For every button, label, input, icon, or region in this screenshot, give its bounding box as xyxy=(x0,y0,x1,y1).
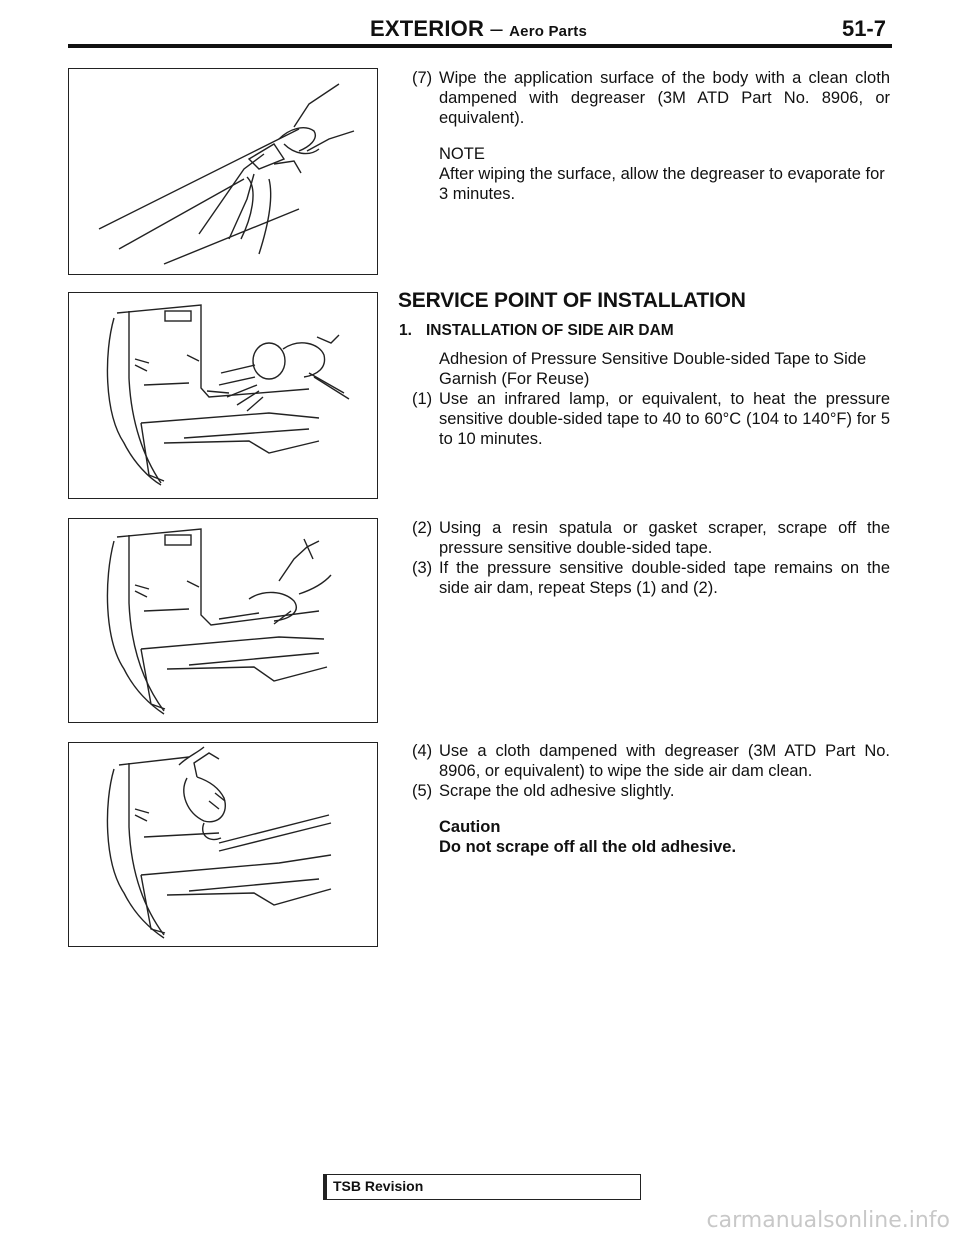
wipe-body-illustration xyxy=(98,83,355,265)
step-4: (4) Use a cloth dampened with degreaser … xyxy=(412,741,890,781)
step-5: (5) Scrape the old adhesive slightly. xyxy=(412,781,890,801)
step-text: If the pressure sensitive double-sided t… xyxy=(439,559,890,597)
figure-heat-tape xyxy=(68,292,378,499)
step-number: (3) xyxy=(412,559,433,577)
step-7: (7) Wipe the application surface of the … xyxy=(412,68,890,128)
section-intro: Adhesion of Pressure Sensitive Double-si… xyxy=(439,350,867,388)
steps-4-5-block: (4) Use a cloth dampened with degreaser … xyxy=(412,741,890,857)
step-number: (5) xyxy=(412,782,433,800)
caution-text: Do not scrape off all the old adhesive. xyxy=(439,838,737,856)
step-1-block: Adhesion of Pressure Sensitive Double-si… xyxy=(412,349,890,449)
page-header: EXTERIOR – Aero Parts 51-7 xyxy=(68,14,888,46)
step-number: (1) xyxy=(412,390,433,408)
note-text: After wiping the surface, allow the degr… xyxy=(439,165,885,203)
caution-label: Caution xyxy=(439,818,501,836)
header-title: EXTERIOR – Aero Parts xyxy=(370,16,587,42)
figure-wipe-body xyxy=(68,68,378,275)
figure-wipe-air-dam xyxy=(68,742,378,947)
watermark: carmanualsonline.info xyxy=(706,1208,950,1233)
step-text: Use a cloth dampened with degreaser (3M … xyxy=(439,742,890,780)
steps-2-3-block: (2) Using a resin spatula or gasket scra… xyxy=(412,518,890,598)
step-2: (2) Using a resin spatula or gasket scra… xyxy=(412,518,890,558)
footer-box: TSB Revision xyxy=(323,1174,641,1200)
header-rule xyxy=(68,44,892,48)
sub-heading-text: INSTALLATION OF SIDE AIR DAM xyxy=(426,322,674,339)
figure-scrape-tape xyxy=(68,518,378,723)
step-text: Wipe the application surface of the body… xyxy=(439,69,890,127)
step-number: (4) xyxy=(412,742,433,760)
step-text: Use an infrared lamp, or equivalent, to … xyxy=(439,390,890,448)
step-number: (2) xyxy=(412,519,433,537)
header-subtitle: Aero Parts xyxy=(509,23,587,40)
step-text: Using a resin spatula or gasket scraper,… xyxy=(439,519,890,557)
wipe-air-dam-illustration xyxy=(106,746,332,939)
section-title: SERVICE POINT OF INSTALLATION xyxy=(398,289,746,312)
footer-label: TSB Revision xyxy=(333,1178,424,1194)
note-label: NOTE xyxy=(439,145,485,163)
header-title-main: EXTERIOR xyxy=(370,16,485,41)
page-number: 51-7 xyxy=(841,16,886,41)
scrape-tape-illustration xyxy=(106,528,332,715)
sub-heading-number: 1. xyxy=(399,322,412,339)
sub-heading: 1. INSTALLATION OF SIDE AIR DAM xyxy=(399,322,674,340)
step-text: Scrape the old adhesive slightly. xyxy=(439,782,675,800)
step-7-block: (7) Wipe the application surface of the … xyxy=(412,68,890,204)
header-separator: – xyxy=(490,16,503,41)
step-number: (7) xyxy=(412,69,433,87)
heat-tape-illustration xyxy=(106,304,350,486)
step-3: (3) If the pressure sensitive double-sid… xyxy=(412,558,890,598)
step-1: (1) Use an infrared lamp, or equivalent,… xyxy=(412,389,890,449)
